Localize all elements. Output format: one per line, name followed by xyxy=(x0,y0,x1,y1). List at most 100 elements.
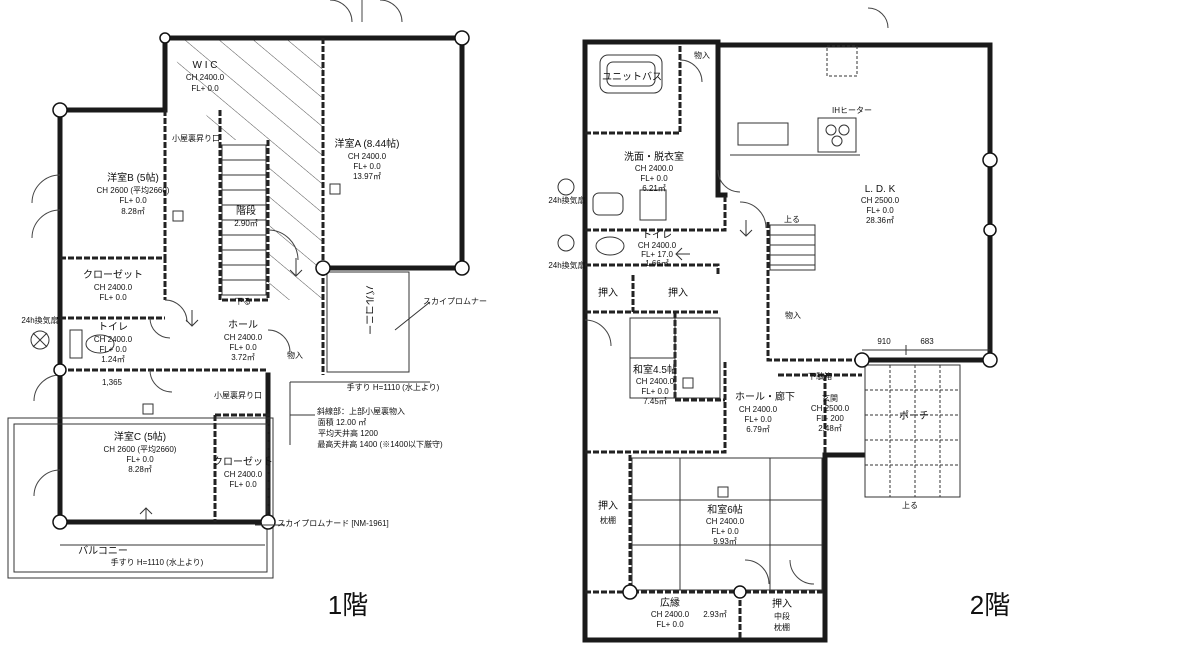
f1-arrow-3 xyxy=(139,507,153,520)
floor-2-labels: ユニットバス 物入 IHヒーター 洗面・脱衣室 CH 2400.0 FL+ 0.… xyxy=(548,50,1010,632)
unit-bath-tub xyxy=(599,54,663,94)
skyroof-label: スカイプロムナー xyxy=(423,297,487,306)
ldk-area: 28.36㎡ xyxy=(866,216,894,225)
railing2-label: 手すり H=1110 (水上より) xyxy=(111,557,204,567)
f2-door-storage1 xyxy=(679,59,703,83)
hall1-fl: FL+ 0.0 xyxy=(229,343,257,352)
stairs-area: 2.90㎡ xyxy=(234,219,258,228)
f1-door-left-3 xyxy=(33,374,61,402)
closet1-fl: FL+ 0.0 xyxy=(99,293,127,302)
f2-wall-storage2 xyxy=(766,222,862,362)
yoA-fl: FL+ 0.0 xyxy=(353,162,381,171)
ldk-name: L. D. K xyxy=(865,184,896,195)
hiroen-name: 広縁 xyxy=(660,596,680,609)
f2-door-wash xyxy=(717,169,741,193)
hall1-area: 3.72㎡ xyxy=(231,353,255,362)
washitsu6-fl: FL+ 0.0 xyxy=(711,527,739,536)
washitsu6-area: 9.93㎡ xyxy=(713,537,737,546)
f2-vent-fan-icon-2 xyxy=(557,234,575,252)
f1-door-hall xyxy=(267,329,291,353)
f1-door-left-4 xyxy=(33,469,61,497)
f2-vent-label-2: 24h換気扇 xyxy=(548,260,585,270)
washitsu45-fl: FL+ 0.0 xyxy=(641,387,669,396)
f1-arrow-1 xyxy=(185,310,199,327)
dim-683: 683 xyxy=(920,337,934,346)
f2-arrow-1 xyxy=(739,220,753,237)
yoA-name: 洋室A (8.44帖) xyxy=(334,137,399,150)
tatami-6-grid xyxy=(631,457,823,591)
shoes-label: 下駄箱 xyxy=(808,371,832,381)
yoA-area: 13.97㎡ xyxy=(353,172,381,181)
genkan-ch: CH 2500.0 xyxy=(811,404,850,413)
f2-door-washitsu45 xyxy=(584,319,612,347)
ldk-ch: CH 2500.0 xyxy=(861,196,900,205)
f2-door-washitsu6 xyxy=(744,559,770,585)
f2-wall-left-bottom xyxy=(582,39,865,643)
genkan-name: 玄関 xyxy=(822,393,838,403)
f1-door-a xyxy=(267,229,299,261)
yoC-area: 8.28㎡ xyxy=(128,465,152,474)
f2-toilet-bowl xyxy=(595,236,625,256)
washitsu45-name: 和室4.5帖 xyxy=(633,363,677,376)
balcony1-right: バルコニー xyxy=(363,285,375,335)
wash-ch: CH 2400.0 xyxy=(635,164,674,173)
f2-stairs xyxy=(769,224,816,271)
yoB-area: 8.28㎡ xyxy=(121,207,145,216)
hiroen-ch: CH 2400.0 xyxy=(651,610,690,619)
wash-fl: FL+ 0.0 xyxy=(640,174,668,183)
f1-balcony-right xyxy=(326,271,410,373)
hallroka-name: ホール・廊下 xyxy=(735,390,795,403)
dimension-1365: 1,365 xyxy=(102,378,123,387)
closet2-fl: FL+ 0.0 xyxy=(229,480,257,489)
note-max: 最高天井高 1400 (※1400以下厳守) xyxy=(317,439,443,449)
wash-basin xyxy=(592,192,624,216)
f1-vent-label: 24h換気扇 xyxy=(21,315,58,325)
oshiire-4: 押入 xyxy=(772,597,792,610)
toilet2-fl: FL+ 17.0 xyxy=(641,250,673,259)
washing-machine xyxy=(639,189,667,221)
hallroka-fl: FL+ 0.0 xyxy=(744,415,772,424)
yoC-fl: FL+ 0.0 xyxy=(126,455,154,464)
closet2-name: クローゼット xyxy=(213,456,273,468)
note-area: 面積 12.00 ㎡ xyxy=(318,417,366,427)
storage-2f-2: 物入 xyxy=(785,310,801,320)
oshiire-3: 押入 xyxy=(598,499,618,512)
yoB-name: 洋室B (5帖) xyxy=(107,171,159,184)
floor-1-plan xyxy=(7,0,470,579)
hiroen-area: 2.93㎡ xyxy=(703,610,727,619)
storage-2f-1: 物入 xyxy=(694,50,710,60)
bath-name: ユニットバス xyxy=(602,71,662,83)
f2-wall-bath-kitchen xyxy=(715,42,728,198)
genkan-area: 2.48㎡ xyxy=(818,424,842,433)
toilet1-name: トイレ xyxy=(98,322,128,333)
stairs-name: 階段 xyxy=(236,204,256,217)
tatami-45-grid xyxy=(629,317,721,399)
wic-ch: CH 2400.0 xyxy=(186,73,225,82)
f2-wall-wash xyxy=(585,195,727,232)
oshiire-4-sub1: 中段 xyxy=(774,611,790,621)
washitsu6-name: 和室6帖 xyxy=(707,503,743,516)
railing1-label: 手すり H=1110 (水上より) xyxy=(347,382,440,392)
floor-2-title: 2階 xyxy=(970,590,1010,620)
wic-fl: FL+ 0.0 xyxy=(191,84,219,93)
yoC-name: 洋室C (5帖) xyxy=(114,430,166,443)
toilet1-ch: CH 2400.0 xyxy=(94,335,133,344)
hallroka-area: 6.79㎡ xyxy=(746,425,770,434)
f1-door-left-2 xyxy=(31,209,61,239)
oshiire-3-sub: 枕棚 xyxy=(600,515,616,525)
f1-door-top-2 xyxy=(361,0,403,23)
f1-door-c xyxy=(149,369,173,393)
ldk-fl: FL+ 0.0 xyxy=(866,206,894,215)
f1-door-left-1 xyxy=(31,174,61,204)
f1-door-toilet xyxy=(149,317,171,339)
ih-heater xyxy=(817,117,857,153)
f2-wall-toilet xyxy=(585,263,720,275)
washitsu45-area: 7.45㎡ xyxy=(643,397,667,406)
f1-balcony-left xyxy=(7,417,274,579)
f1-arrow-2 xyxy=(289,258,303,277)
hiroen-fl: FL+ 0.0 xyxy=(656,620,684,629)
dim-910: 910 xyxy=(877,337,891,346)
porch-name: ポーチ xyxy=(899,410,929,422)
